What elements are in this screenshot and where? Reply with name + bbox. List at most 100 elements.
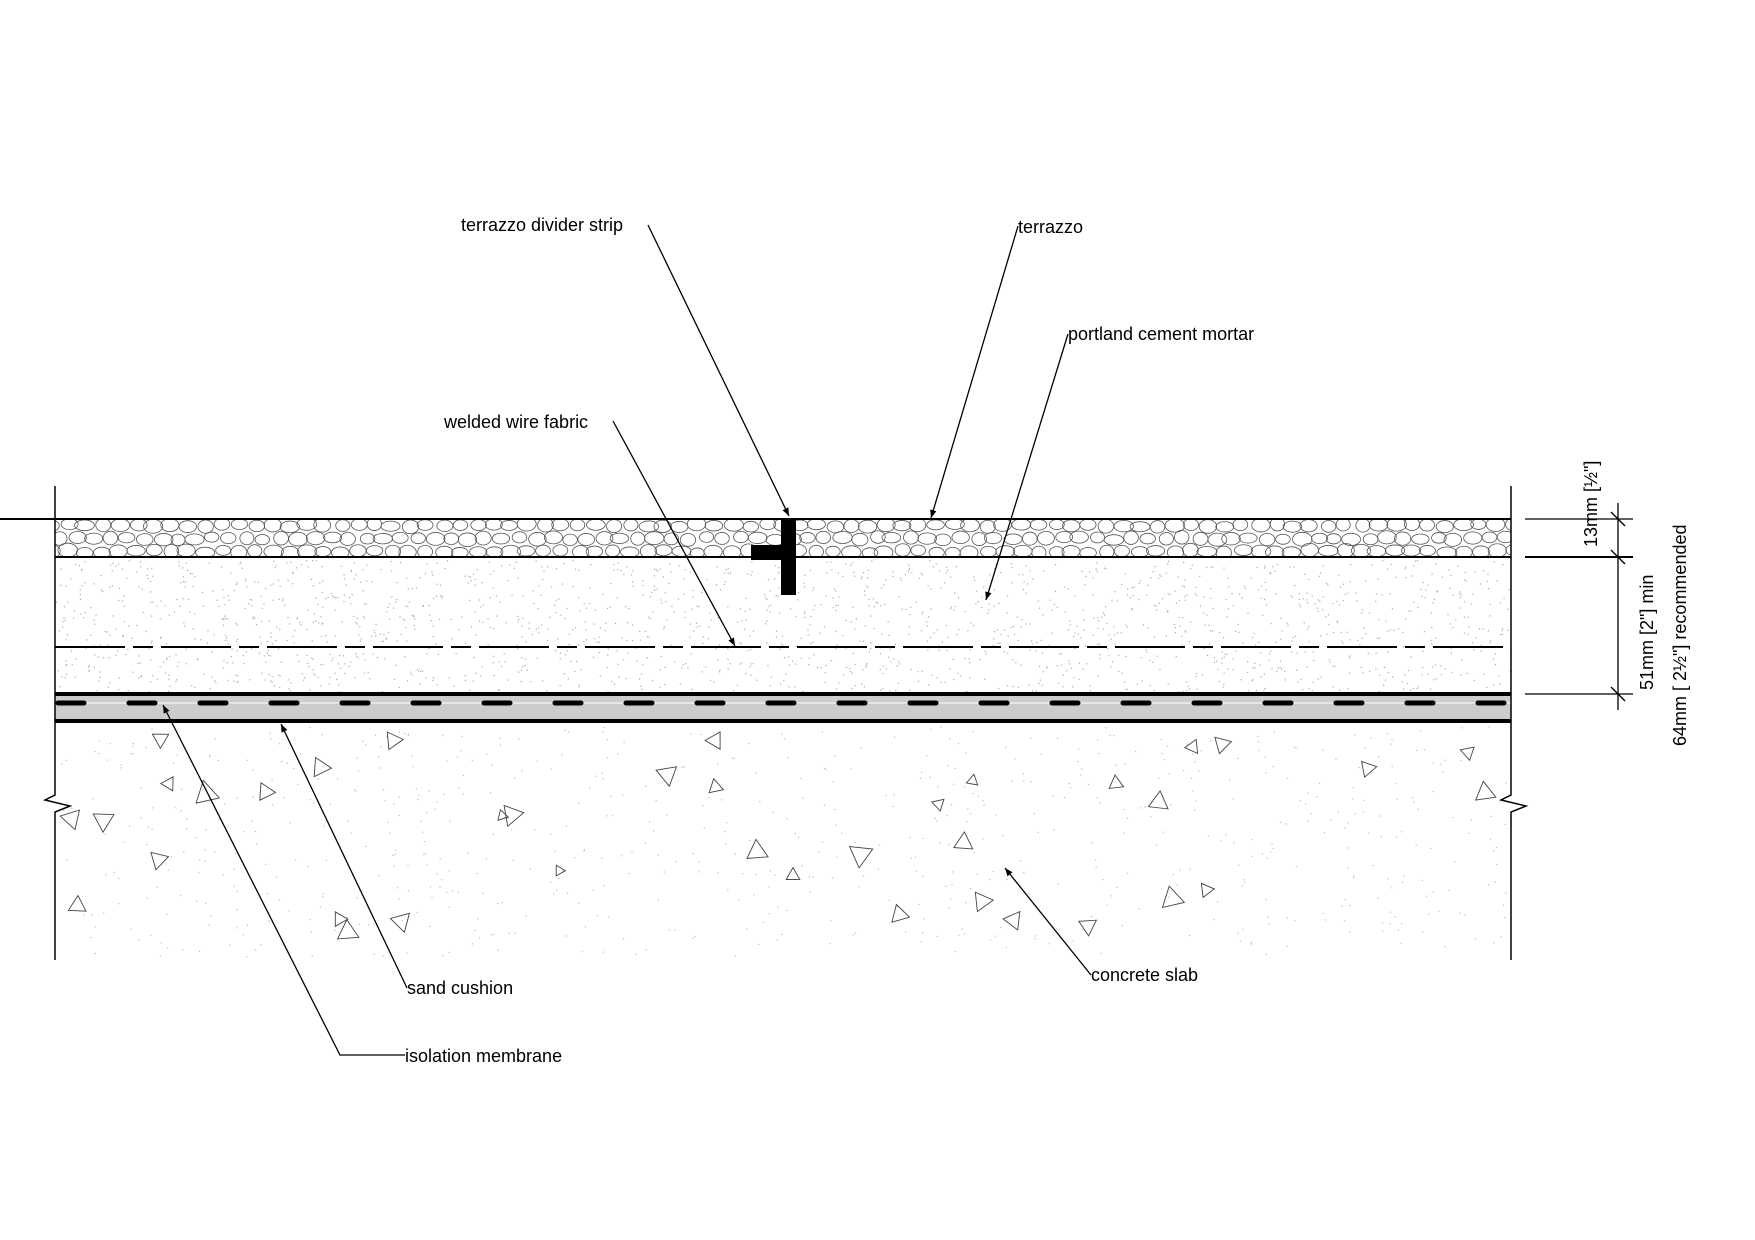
stipple-dot <box>715 648 717 650</box>
stipple-dot <box>1244 587 1247 590</box>
stipple-dot <box>362 569 364 571</box>
stipple-dot <box>362 653 365 655</box>
aggregate-triangle <box>334 911 349 928</box>
stipple-dot <box>209 688 211 690</box>
stipple-dot <box>1226 653 1228 655</box>
stipple-dot <box>909 836 911 839</box>
aggregate-pebble <box>516 545 536 556</box>
stipple-dot <box>269 655 271 657</box>
aggregate-pebble <box>366 545 384 556</box>
stipple-dot <box>865 664 868 666</box>
stipple-dot <box>294 629 296 632</box>
stipple-dot <box>140 566 142 568</box>
stipple-dot <box>1068 663 1071 665</box>
stipple-dot <box>1182 617 1184 619</box>
stipple-dot <box>733 690 735 692</box>
stipple-dot <box>578 569 580 571</box>
stipple-dot <box>1149 684 1151 687</box>
stipple-dot <box>838 596 840 598</box>
stipple-dot <box>788 686 790 688</box>
stipple-dot <box>596 914 599 917</box>
stipple-dot <box>1269 572 1272 574</box>
stipple-dot <box>823 804 826 806</box>
aggregate-pebble <box>1232 519 1249 532</box>
stipple-dot <box>399 616 401 618</box>
stipple-dot <box>890 661 892 663</box>
stipple-dot <box>282 599 284 602</box>
stipple-dot <box>1285 823 1287 825</box>
stipple-dot <box>623 741 625 743</box>
stipple-dot <box>1058 653 1061 655</box>
aggregate-pebble <box>892 520 912 532</box>
stipple-dot <box>983 804 985 806</box>
aggregate-pebble <box>195 546 216 556</box>
stipple-dot <box>645 785 647 787</box>
stipple-dot <box>1387 651 1389 653</box>
stipple-dot <box>1420 730 1422 732</box>
stipple-dot <box>1162 831 1164 833</box>
stipple-dot <box>389 832 391 834</box>
stipple-dot <box>854 628 856 630</box>
stipple-dot <box>1080 637 1082 639</box>
stipple-dot <box>1207 835 1209 837</box>
stipple-dot <box>1174 631 1176 634</box>
stipple-dot <box>405 605 407 608</box>
stipple-dot <box>1410 656 1412 658</box>
stipple-dot <box>488 561 491 563</box>
stipple-dot <box>1020 664 1022 666</box>
stipple-dot <box>1298 603 1301 605</box>
stipple-dot <box>325 635 327 637</box>
stipple-dot <box>922 574 924 576</box>
stipple-dot <box>1322 912 1324 915</box>
stipple-dot <box>167 690 170 693</box>
stipple-dot <box>1423 631 1426 633</box>
stipple-dot <box>1107 648 1109 650</box>
stipple-dot <box>559 658 561 660</box>
stipple-dot <box>690 653 692 655</box>
stipple-dot <box>949 738 951 740</box>
stipple-dot <box>448 951 451 954</box>
stipple-dot <box>1472 593 1474 595</box>
stipple-dot <box>531 633 534 636</box>
stipple-dot <box>1039 607 1041 609</box>
stipple-dot <box>749 665 751 668</box>
stipple-dot <box>214 738 216 740</box>
stipple-dot <box>867 569 869 571</box>
aggregate-pebble <box>68 531 87 544</box>
stipple-dot <box>1432 762 1434 764</box>
stipple-dot <box>496 615 498 617</box>
aggregate-pebble <box>1029 519 1048 531</box>
stipple-dot <box>1040 753 1042 755</box>
stipple-dot <box>946 566 948 568</box>
stipple-dot <box>580 669 582 671</box>
stipple-dot <box>1362 609 1364 611</box>
stipple-dot <box>1069 624 1071 626</box>
stipple-dot <box>436 583 438 585</box>
stipple-dot <box>210 915 212 917</box>
stipple-dot <box>785 673 787 676</box>
stipple-dot <box>325 597 327 600</box>
stipple-dot <box>407 588 409 590</box>
stipple-dot <box>1113 735 1115 737</box>
stipple-dot <box>172 762 175 764</box>
stipple-dot <box>900 579 902 581</box>
stipple-dot <box>460 750 462 752</box>
stipple-dot <box>130 928 132 930</box>
aggregate-pebble <box>500 520 518 531</box>
stipple-dot <box>670 644 672 647</box>
stipple-dot <box>1199 605 1202 607</box>
stipple-dot <box>319 582 321 584</box>
stipple-dot <box>1370 737 1372 739</box>
stipple-dot <box>1155 609 1158 611</box>
stipple-dot <box>492 662 494 664</box>
stipple-dot <box>767 605 769 608</box>
stipple-dot <box>1410 689 1412 691</box>
stipple-dot <box>415 788 417 790</box>
stipple-dot <box>1195 586 1197 589</box>
stipple-dot <box>194 638 196 640</box>
stipple-dot <box>740 642 742 645</box>
stipple-dot <box>1340 631 1342 633</box>
stipple-dot <box>1328 623 1330 625</box>
stipple-dot <box>395 664 397 666</box>
stipple-dot <box>482 892 484 894</box>
